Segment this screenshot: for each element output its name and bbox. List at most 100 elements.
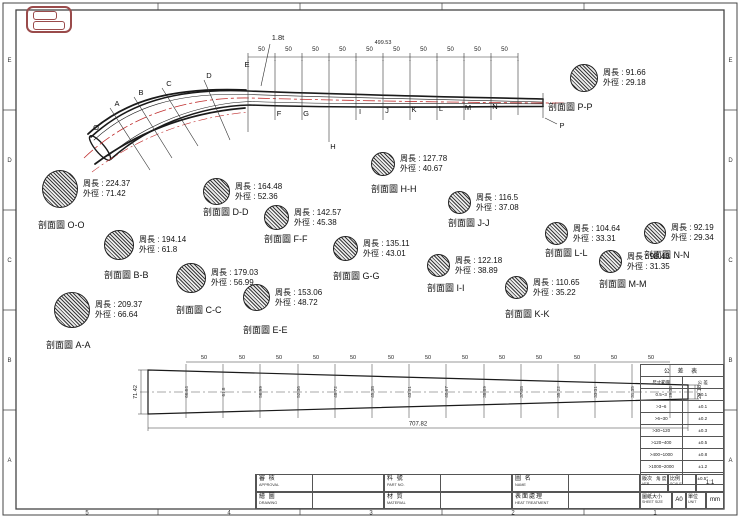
seg-dim: 50 [420, 47, 427, 53]
section-mark: D [206, 71, 212, 80]
perimeter-label: 周長 : [533, 277, 554, 287]
tol-value: ±0.1 [681, 400, 724, 413]
perimeter-value: 194.14 [161, 235, 187, 244]
diameter-label: 外徑 : [533, 287, 554, 297]
perimeter-label: 周長 : [235, 181, 256, 191]
tol-range: >6~30 [640, 412, 683, 425]
diameter-value: 33.31 [595, 233, 616, 243]
diameter-label: 外徑 : [455, 265, 476, 275]
diameter-value: 31.35 [649, 261, 670, 271]
diameter-value: 29.18 [625, 78, 646, 87]
seg-dim: 50 [313, 355, 319, 361]
perimeter-label: 周長 : [294, 207, 315, 217]
stamp-field-icon [33, 21, 65, 30]
tick-diameter: 35.22 [556, 386, 561, 398]
section-mark: F [277, 109, 282, 118]
perimeter-value: 127.78 [422, 154, 448, 163]
section-caption: 剖面圖 F-F [264, 234, 308, 244]
zone-row-label: B [728, 358, 732, 364]
diameter-label: 外徑 : [83, 189, 104, 198]
section-k-hatch-icon [505, 276, 528, 299]
field-label-zh: 圖 名 [515, 476, 532, 482]
perimeter-label: 周長 : [211, 268, 232, 277]
title-block: 審 核 APPROVAL 料 號 PART NO. 圖 名 NAME 繪 圖 D… [255, 474, 640, 509]
section-mark: H [330, 142, 335, 151]
section-lines [109, 43, 558, 171]
section-caption: 剖面圖 G-G [333, 271, 380, 281]
top-dimension [247, 53, 519, 61]
perimeter-label: 周長 : [573, 223, 594, 233]
tol-value: ±0.3 [681, 424, 724, 437]
perimeter-value: 142.57 [316, 207, 342, 217]
field-version: 版次 VER [640, 474, 668, 492]
tol-value: ±0.5 [681, 436, 724, 449]
section-mark: O [93, 123, 99, 132]
section-mark: A [114, 99, 119, 108]
section-e-hatch-icon [243, 284, 270, 311]
section-callout-l: 周長 : 104.64 外徑 : 33.31 剖面圖 L-L [545, 222, 620, 258]
seg-dim: 50 [536, 355, 542, 361]
perimeter-label: 周長 : [603, 68, 624, 77]
perimeter-value: 92.19 [693, 223, 714, 232]
diameter-label: 外徑 : [627, 261, 648, 271]
diameter-value: 38.89 [477, 265, 498, 275]
zone-row-label: D [7, 158, 12, 164]
tolerance-header-tol: 公 差 [681, 376, 724, 389]
perimeter-label: 周長 : [83, 179, 104, 188]
section-i-hatch-icon [427, 254, 450, 277]
section-callout-c: 周長 : 179.03 外徑 : 56.99 剖面圖 C-C [176, 263, 258, 315]
zone-labels: E D C B A E D C B A 5 4 3 2 1 [7, 58, 733, 517]
section-callout-f: 周長 : 142.57 外徑 : 45.38 剖面圖 F-F [264, 205, 341, 244]
section-letters: A B C D E F G H I J K L M N O P [93, 60, 564, 151]
top-total-dim: 499.53 [375, 40, 392, 46]
wall-thickness-label: 1.8t [272, 33, 285, 42]
perimeter-value: 164.48 [257, 181, 283, 191]
perimeter-value: 224.37 [105, 179, 131, 188]
section-h-hatch-icon [371, 152, 395, 176]
section-o-hatch-icon [42, 170, 78, 208]
tol-value: ±0.1 [681, 388, 724, 401]
section-mark: B [138, 88, 143, 97]
section-mark: G [303, 109, 309, 118]
section-callout-k: 周長 : 110.65 外徑 : 35.22 剖面圖 K-K [505, 276, 580, 319]
section-callout-n: 周長 : 92.19 外徑 : 29.34 剖面圖 N-N [644, 222, 714, 260]
field-value [313, 475, 383, 491]
field-label-zh: 材 質 [387, 493, 404, 500]
perimeter-value: 104.64 [595, 223, 621, 233]
section-callout-j: 周長 : 116.5 外徑 : 37.08 剖面圖 J-J [448, 191, 519, 228]
version-scale-row: 版次 VER 比例 SCALE 1:1 [640, 474, 724, 492]
field-value [569, 493, 639, 509]
tick-diameter: 31.35 [630, 386, 635, 398]
zone-row-label: D [728, 158, 733, 164]
section-caption: 剖面圖 I-I [427, 283, 465, 293]
bottom-total-dim: 707.82 [409, 422, 428, 428]
diameter-value: 66.64 [117, 310, 138, 319]
zone-row-label: C [7, 258, 12, 264]
diameter-value: 40.67 [422, 164, 443, 173]
perimeter-label: 周長 : [455, 255, 476, 265]
section-p-hatch-icon [570, 64, 598, 92]
tol-range: >3~6 [640, 400, 683, 413]
zone-col-label: 2 [511, 511, 515, 517]
perimeter-value: 91.66 [625, 68, 646, 77]
perimeter-label: 周長 : [400, 154, 421, 163]
diameter-value: 48.72 [297, 297, 318, 307]
stamp-field-icon [33, 11, 57, 20]
tolerance-header-range: 尺寸範圍 [640, 376, 683, 389]
tick-diameter: 33.31 [593, 386, 598, 398]
field-value [313, 493, 383, 509]
section-caption: 剖面圖 J-J [448, 218, 490, 228]
section-l-hatch-icon [545, 222, 568, 245]
tolerance-table: 公 差 表 尺寸範圍 公 差 0.5~3±0.1 >3~6±0.1 >6~30±… [640, 364, 724, 485]
shaft-outline [87, 88, 544, 165]
seg-dim: 50 [388, 355, 394, 361]
perimeter-label: 周長 : [95, 300, 116, 309]
section-callout-m: 周長 : 98.48 外徑 : 31.35 剖面圖 M-M [599, 250, 670, 289]
diameter-label: 外徑 : [671, 233, 692, 242]
field-scale: 比例 SCALE [668, 474, 696, 492]
field-label-zh: 表面處理 [515, 493, 544, 500]
field-value [569, 475, 639, 491]
field-approval: 審 核 APPROVAL [256, 474, 384, 492]
field-label-en: NAME [515, 483, 526, 487]
